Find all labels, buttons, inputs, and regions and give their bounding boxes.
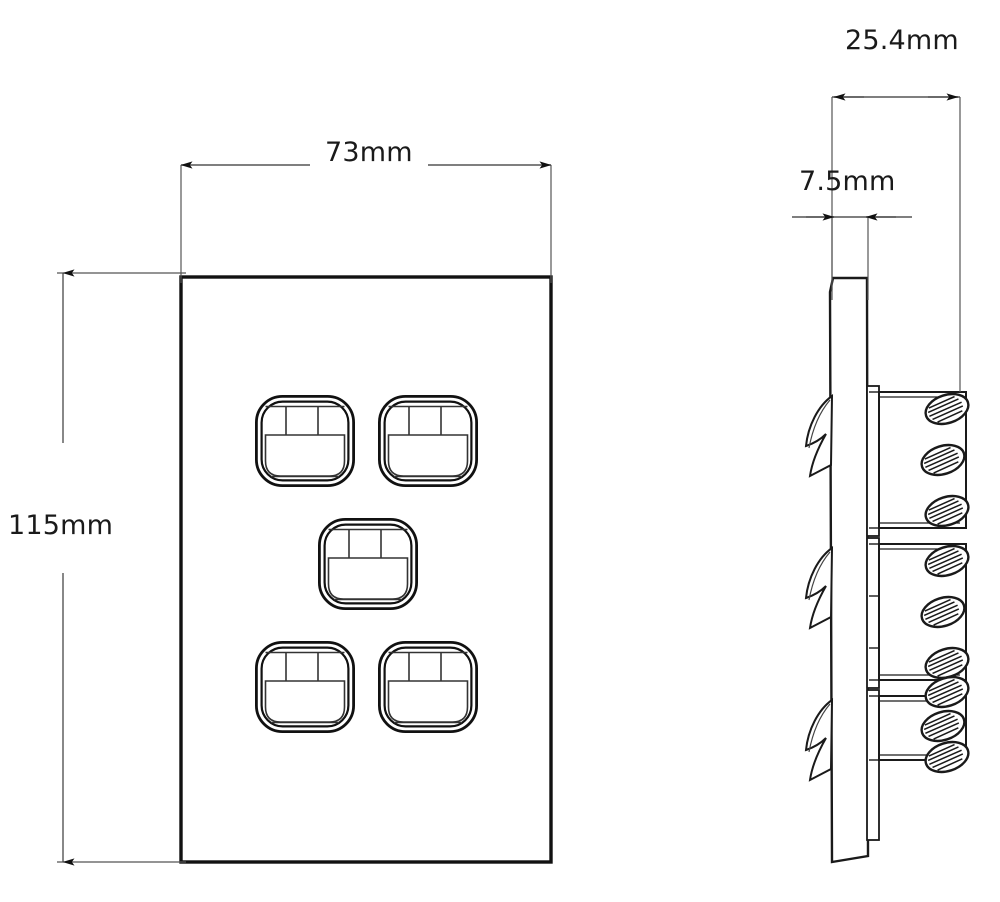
- faceplate-outline-side: [828, 276, 870, 864]
- dimension-label-7-5mm: 7.5mm: [799, 166, 896, 197]
- dimension-7-5mm: [792, 213, 912, 300]
- rocker-profile: [804, 546, 834, 630]
- rocker-profile: [804, 394, 834, 478]
- switch-mechanism-module: [804, 385, 974, 537]
- dimension-115mm: [57, 269, 186, 866]
- side-profile-view: [804, 276, 974, 864]
- dimension-label-115mm: 115mm: [8, 510, 114, 541]
- rocker-profile: [804, 698, 834, 782]
- front-elevation-view: [179, 275, 553, 864]
- faceplate-outline-front: [179, 275, 553, 864]
- dimension-label-73mm: 73mm: [325, 137, 413, 168]
- dimension-73mm: [180, 161, 552, 283]
- switch-mechanism-module: [804, 537, 974, 689]
- switch-mechanism-module: [804, 670, 974, 841]
- dimension-label-25-4mm: 25.4mm: [845, 25, 959, 56]
